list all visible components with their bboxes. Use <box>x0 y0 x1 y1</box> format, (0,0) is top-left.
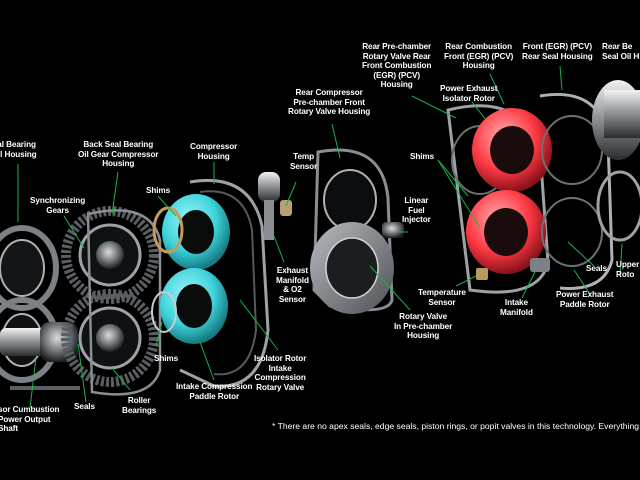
label-temperature-sensor: Temperature Sensor <box>418 288 466 307</box>
rotary-valve-plate <box>310 222 394 314</box>
label-power-output-shaft: sor Cumbustion Power Output Shaft <box>0 405 60 434</box>
back-seal-bearing-housing <box>86 209 162 396</box>
label-linear-fuel-injector: Linear Fuel Injector <box>402 196 431 225</box>
intake-compression-paddle-rotor <box>160 194 230 344</box>
label-shims-top-left: Shims <box>146 186 171 195</box>
label-temp-sensor: Temp Sensor <box>290 152 318 171</box>
leader-lines <box>17 65 623 409</box>
label-rear-combustion-housing: Rear Combustion Front (EGR) (PCV) Housin… <box>444 42 514 71</box>
rear-seal-oil-housing <box>592 80 640 242</box>
compressor-housing <box>179 178 270 388</box>
label-compressor-housing: Compressor Housing <box>190 142 238 161</box>
label-rear-prechamber-rotary-valve: Rear Pre-chamber Rotary Valve Rear Front… <box>362 42 432 90</box>
exhaust-manifold-o2-sensor <box>258 172 292 240</box>
shims-left <box>151 206 184 333</box>
label-shims-bottom-left: Shims <box>154 354 179 363</box>
linear-fuel-injector <box>382 222 404 238</box>
label-upper-rotor: Upper Roto <box>616 260 640 279</box>
label-rotary-valve-prechamber: Rotary Valve In Pre-chamber Housing <box>394 312 453 341</box>
label-roller-bearings: Roller Bearings <box>122 396 157 415</box>
label-shims-right: Shims <box>410 152 435 161</box>
footnote: * There are no apex seals, edge seals, p… <box>272 421 640 431</box>
label-intake-compression-paddle-rotor: Intake Compression Paddle Rotor <box>176 382 253 401</box>
label-seals-right: Seals <box>586 264 607 273</box>
label-front-egr-pcv-rear-seal: Front (EGR) (PCV) Rear Seal Housing <box>522 42 593 61</box>
label-rear-compressor-prechamber: Rear Compressor Pre-chamber Front Rotary… <box>288 88 371 117</box>
label-back-seal-bearing-housing: Back Seal Bearing Oil Gear Compressor Ho… <box>78 140 159 169</box>
label-synchronizing-gears: Synchronizing Gears <box>30 196 86 215</box>
intake-manifold <box>530 258 550 272</box>
label-power-exhaust-paddle-rotor: Power Exhaust Paddle Rotor <box>556 290 614 309</box>
power-output-shaft <box>0 322 80 390</box>
label-intake-manifold: Intake Manifold <box>500 298 533 317</box>
label-power-exhaust-isolator-rotor: Power Exhaust Isolator Rotor <box>440 84 498 103</box>
label-isolator-rotor-intake: Isolator Rotor Intake Compression Rotary… <box>254 354 307 392</box>
label-seals-bottom: Seals <box>74 402 95 411</box>
label-seal-bearing-oil-housing: t Seal Bearing ar Oil Housing <box>0 140 37 159</box>
power-exhaust-isolator-rotor <box>466 108 552 274</box>
label-exhaust-manifold-o2-sensor: Exhaust Manifold & O2 Sensor <box>276 266 309 304</box>
label-rear-seal-oil-housing: Rear Be Seal Oil H <box>602 42 640 61</box>
temperature-sensor <box>476 268 488 280</box>
